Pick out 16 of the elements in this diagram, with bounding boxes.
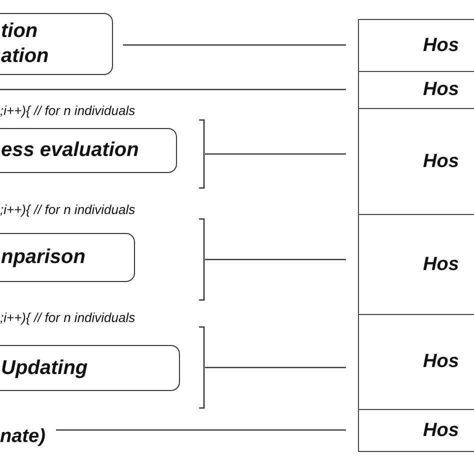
step-text: nate) — [0, 426, 46, 448]
connector-line — [205, 153, 346, 155]
connector-line — [0, 88, 346, 90]
connector-line — [205, 258, 346, 260]
connector-line — [56, 429, 346, 431]
connector-line — [123, 44, 346, 46]
process-box: Updating — [0, 345, 180, 391]
process-box: tion ation — [0, 13, 113, 75]
host-cell: Hos — [358, 19, 474, 72]
loop-comment: ;i++){ // for n individuals — [0, 103, 136, 118]
loop-comment: ;i++){ // for n individuals — [0, 202, 136, 217]
loop-comment: ;i++){ // for n individuals — [0, 310, 136, 325]
connector-line — [205, 366, 346, 368]
process-box: nparison — [0, 233, 135, 282]
process-box: ess evaluation — [0, 128, 177, 173]
host-cell: Hos — [358, 409, 474, 452]
